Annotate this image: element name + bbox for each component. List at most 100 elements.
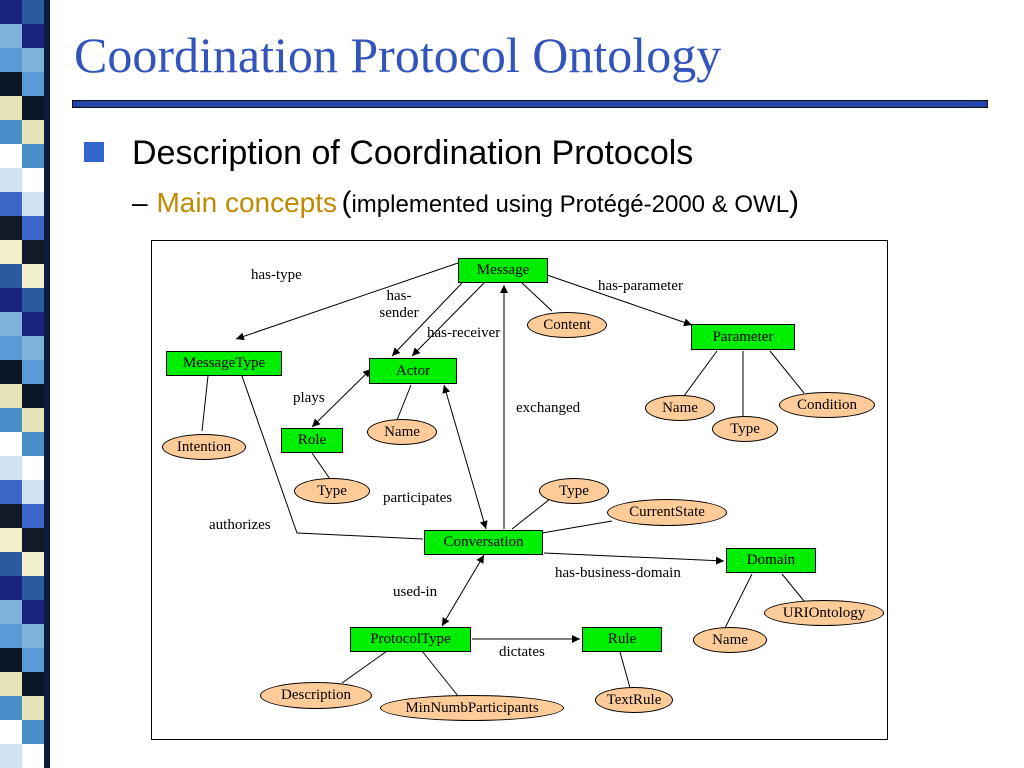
relation-label-participates: participates (383, 490, 453, 506)
edge-protocoltype-minparticipants (421, 650, 459, 697)
decorative-side-strip (0, 0, 50, 768)
edge-has-receiver (411, 282, 485, 357)
edge-has-type (235, 262, 459, 341)
concept-actor: Actor (369, 358, 457, 384)
attribute-actor-name: Name (367, 419, 437, 445)
strip-block (0, 72, 22, 96)
strip-block (0, 336, 22, 360)
concept-conversation: Conversation (424, 530, 543, 555)
strip-block (0, 696, 22, 720)
edge-rule-textrule (619, 651, 631, 689)
strip-block (0, 744, 22, 768)
attribute-condition: Condition (779, 392, 875, 418)
edge-protocoltype-description (341, 650, 388, 684)
strip-block (0, 360, 22, 384)
strip-block (0, 552, 22, 576)
edge-has-business-domain (543, 552, 725, 565)
concept-parameter: Parameter (691, 324, 795, 350)
edge-domain-name (724, 573, 753, 629)
strip-edge (44, 0, 50, 768)
relation-label-has-business-domain: has-business-domain (555, 565, 681, 581)
strip-block (0, 288, 22, 312)
strip-block (0, 216, 22, 240)
attribute-text-rule: TextRule (595, 687, 673, 713)
edge-parameter-condition (769, 350, 805, 394)
relation-label-has-type: has-type (251, 267, 302, 283)
relation-label-plays: plays (293, 390, 325, 406)
attribute-min-numb-participants: MinNumbParticipants (380, 695, 564, 721)
edge-conversation-type (511, 498, 551, 530)
strip-block (0, 720, 22, 744)
sub-bullet-close-paren: ) (789, 186, 800, 219)
concept-message-type: MessageType (166, 351, 282, 376)
relation-label-authorizes: authorizes (209, 517, 271, 533)
attribute-parameter-type: Type (712, 416, 778, 442)
title-underline (72, 100, 988, 108)
strip-block (0, 576, 22, 600)
sub-bullet: – Main concepts (implemented using Proté… (132, 186, 799, 219)
attribute-description: Description (260, 682, 372, 709)
edge-authorizes (234, 358, 424, 540)
sub-bullet-detail: implemented using Protégé-2000 & OWL (351, 191, 790, 218)
slide-title: Coordination Protocol Ontology (74, 27, 722, 83)
attribute-content: Content (527, 312, 607, 338)
edge-has-sender (391, 282, 463, 357)
strip-block (0, 528, 22, 552)
relation-label-exchanged: exchanged (516, 400, 581, 416)
sub-bullet-main-concepts: Main concepts (156, 187, 338, 218)
concept-domain: Domain (726, 548, 816, 573)
ontology-diagram: Message MessageType Actor Parameter Role… (151, 240, 888, 740)
strip-block (0, 48, 22, 72)
attribute-intention: Intention (162, 434, 246, 460)
attribute-current-state: CurrentState (607, 499, 727, 526)
edge-used-in (441, 554, 485, 627)
strip-block (0, 480, 22, 504)
diagram-edges (201, 262, 805, 697)
attribute-role-type: Type (294, 478, 370, 504)
strip-block (0, 504, 22, 528)
bullet-text: Description of Coordination Protocols (132, 134, 694, 172)
strip-block (0, 648, 22, 672)
strip-block (0, 432, 22, 456)
strip-block (0, 96, 22, 120)
strip-block (0, 168, 22, 192)
strip-block (0, 672, 22, 696)
edge-has-parameter (546, 274, 693, 327)
bullet-square-icon (84, 142, 104, 162)
strip-block (0, 312, 22, 336)
strip-block (0, 24, 22, 48)
sub-bullet-open-paren: ( (341, 186, 352, 219)
sub-bullet-dash: – (132, 187, 148, 218)
edge-message-content (521, 282, 553, 312)
attribute-conversation-type: Type (539, 478, 609, 504)
concept-message: Message (458, 258, 548, 283)
relation-label-dictates: dictates (499, 644, 545, 660)
edge-plays (311, 368, 372, 428)
relation-label-has-receiver: has-receiver (427, 325, 501, 341)
edge-role-type (311, 452, 331, 480)
attribute-domain-name: Name (693, 627, 767, 653)
concept-protocol-type: ProtocolType (350, 627, 471, 652)
strip-block (0, 624, 22, 648)
edge-actor-name (396, 384, 412, 421)
strip-block (0, 384, 22, 408)
attribute-uri-ontology: URIOntology (764, 600, 884, 626)
strip-block (0, 240, 22, 264)
edge-messagetype-intention (201, 375, 209, 432)
strip-block (0, 264, 22, 288)
relation-label-has-sender: has- sender (379, 288, 419, 321)
concept-rule: Rule (582, 627, 662, 652)
edge-domain-uriontology (781, 573, 805, 602)
edge-participates (442, 384, 488, 530)
relation-label-has-parameter: has-parameter (598, 278, 683, 294)
edge-parameter-name (683, 350, 718, 397)
relation-label-used-in: used-in (393, 584, 438, 600)
attribute-parameter-name: Name (645, 395, 715, 421)
strip-block (0, 0, 22, 24)
edge-conversation-currentstate (541, 520, 613, 534)
strip-block (0, 120, 22, 144)
strip-block (0, 600, 22, 624)
strip-block (0, 144, 22, 168)
strip-block (0, 408, 22, 432)
strip-block (0, 456, 22, 480)
